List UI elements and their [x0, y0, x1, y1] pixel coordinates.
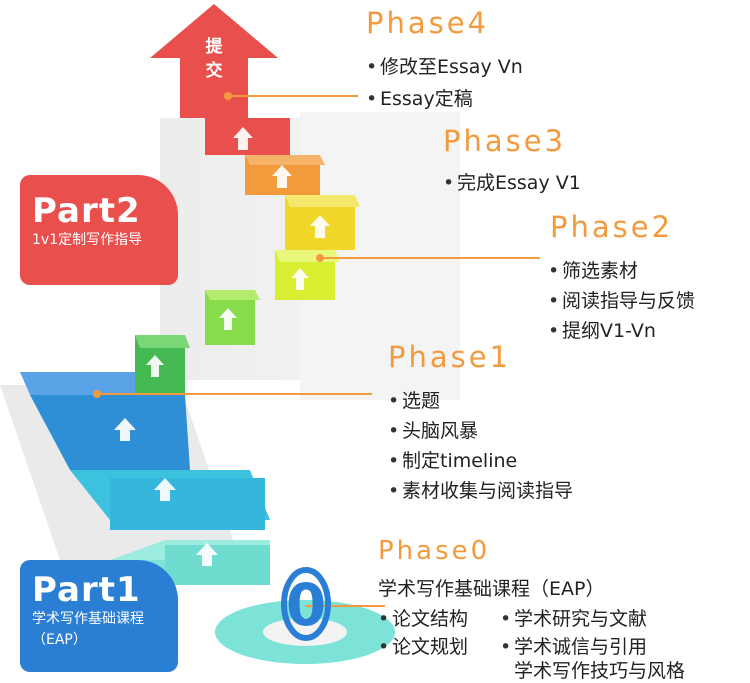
- stair-wall-right: [300, 112, 460, 400]
- zero-marker-ring: [281, 567, 331, 641]
- phase2-item: •提纲V1-Vn: [548, 320, 656, 342]
- phase2-title: Phase2: [550, 210, 674, 244]
- up-arrow-icon: [291, 268, 309, 290]
- phase4-item: •Essay定稿: [366, 88, 473, 110]
- phase0-item-left: •论文规划: [378, 636, 469, 658]
- up-arrow-icon: [219, 308, 237, 330]
- phase0-item-right: •学术诚信与引用: [500, 636, 648, 658]
- phase0-title: Phase0: [378, 536, 491, 566]
- part1-title: Part1: [32, 570, 141, 610]
- phase3-title: Phase3: [443, 124, 567, 158]
- phase1-title: Phase1: [388, 340, 512, 374]
- zero-marker: 0: [285, 571, 327, 639]
- up-arrow-icon: [272, 165, 292, 188]
- phase0-item-right: 学术写作技巧与风格: [514, 660, 686, 682]
- submit-arrow-shape: [150, 4, 278, 118]
- part2-title: Part2: [32, 191, 141, 231]
- phase2-item: •阅读指导与反馈: [548, 290, 696, 312]
- part1-subtitle-line1: 学术写作基础课程: [32, 611, 144, 628]
- up-arrow-icon: [114, 418, 136, 441]
- phase4-title: Phase4: [366, 6, 490, 40]
- connector-dot: [93, 390, 101, 398]
- up-arrow-icon: [233, 127, 253, 150]
- phase0-item-left: •论文结构: [378, 608, 469, 630]
- submit-arrow-label: 提交: [205, 37, 223, 81]
- up-arrow-icon: [154, 478, 176, 501]
- part2-badge: Part2 1v1定制写作指导: [20, 175, 178, 285]
- connector-dot: [316, 254, 324, 262]
- step-4: [135, 335, 190, 395]
- up-arrow-icon: [196, 543, 218, 566]
- phase1-item: •制定timeline: [388, 450, 518, 472]
- part1-subtitle-line2: （EAP）: [32, 631, 87, 648]
- phase4-item: •修改至Essay Vn: [366, 56, 523, 78]
- connector-dot: [224, 92, 232, 100]
- phase1-item: •选题: [388, 390, 441, 412]
- up-arrow-icon: [146, 355, 164, 377]
- phase1-item: •头脑风暴: [388, 420, 479, 442]
- phase1-item: •素材收集与阅读指导: [388, 480, 574, 502]
- part1-badge: Part1 学术写作基础课程 （EAP）: [20, 560, 178, 672]
- part2-subtitle: 1v1定制写作指导: [32, 232, 143, 249]
- phase3-item: •完成Essay V1: [443, 172, 581, 194]
- phase0-item-right: •学术研究与文献: [500, 608, 648, 630]
- up-arrow-icon: [310, 215, 330, 238]
- phase0-heading: 学术写作基础课程（EAP）: [378, 578, 605, 600]
- phase2-item: •筛选素材: [548, 260, 639, 282]
